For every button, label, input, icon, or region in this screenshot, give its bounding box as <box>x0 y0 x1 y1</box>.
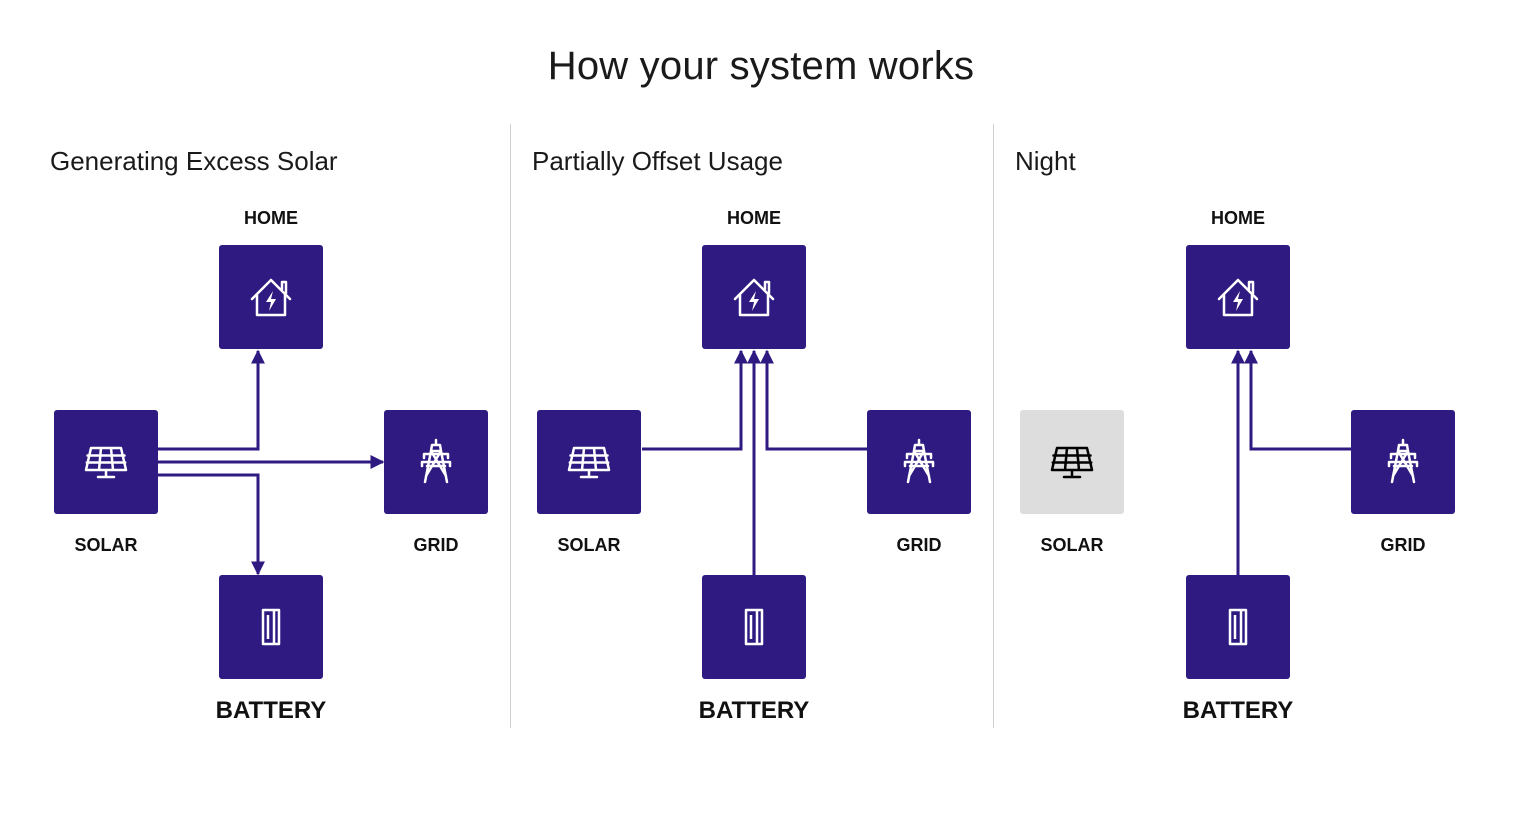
grid-label: GRID <box>413 535 459 555</box>
solar-label: SOLAR <box>1040 535 1104 555</box>
flow-grid-to-home <box>760 349 867 451</box>
panel-title: Partially Offset Usage <box>532 146 783 176</box>
power-tower-icon <box>1387 438 1419 484</box>
battery-node <box>1186 575 1290 679</box>
battery-label: BATTERY <box>1182 697 1294 724</box>
solar-label: SOLAR <box>74 535 138 555</box>
flow-solar-to-battery <box>158 473 265 576</box>
house-lightning-icon <box>250 278 292 317</box>
panel-title: Generating Excess Solar <box>50 146 338 176</box>
battery-node <box>219 575 323 679</box>
solar-node-inactive <box>1020 410 1124 514</box>
solar-panel-icon <box>1050 446 1094 479</box>
home-label: HOME <box>244 208 298 228</box>
flow-solar-to-home <box>642 349 748 451</box>
house-lightning-icon <box>1217 278 1259 317</box>
solar-node <box>537 410 641 514</box>
panel-divider <box>993 124 994 728</box>
grid-node <box>867 410 971 514</box>
solar-label: SOLAR <box>557 535 621 555</box>
page-title: How your system works <box>547 44 975 88</box>
home-node <box>702 245 806 349</box>
battery-icon <box>1228 608 1248 646</box>
grid-node <box>384 410 488 514</box>
battery-icon <box>744 608 764 646</box>
house-lightning-icon <box>733 278 775 317</box>
home-node <box>219 245 323 349</box>
home-node <box>1186 245 1290 349</box>
battery-label: BATTERY <box>215 697 327 724</box>
solar-panel-icon <box>567 446 611 479</box>
battery-label: BATTERY <box>698 697 810 724</box>
power-tower-icon <box>420 438 452 484</box>
solar-panel-icon <box>84 446 128 479</box>
power-tower-icon <box>903 438 935 484</box>
grid-label: GRID <box>896 535 942 555</box>
battery-node <box>702 575 806 679</box>
battery-icon <box>261 608 281 646</box>
flow-grid-to-home <box>1244 349 1351 451</box>
grid-node <box>1351 410 1455 514</box>
panel-divider <box>510 124 511 728</box>
grid-label: GRID <box>1380 535 1426 555</box>
panel-title: Night <box>1015 146 1076 176</box>
home-label: HOME <box>1211 208 1265 228</box>
home-label: HOME <box>727 208 781 228</box>
flow-solar-to-home <box>158 349 265 451</box>
solar-node <box>54 410 158 514</box>
